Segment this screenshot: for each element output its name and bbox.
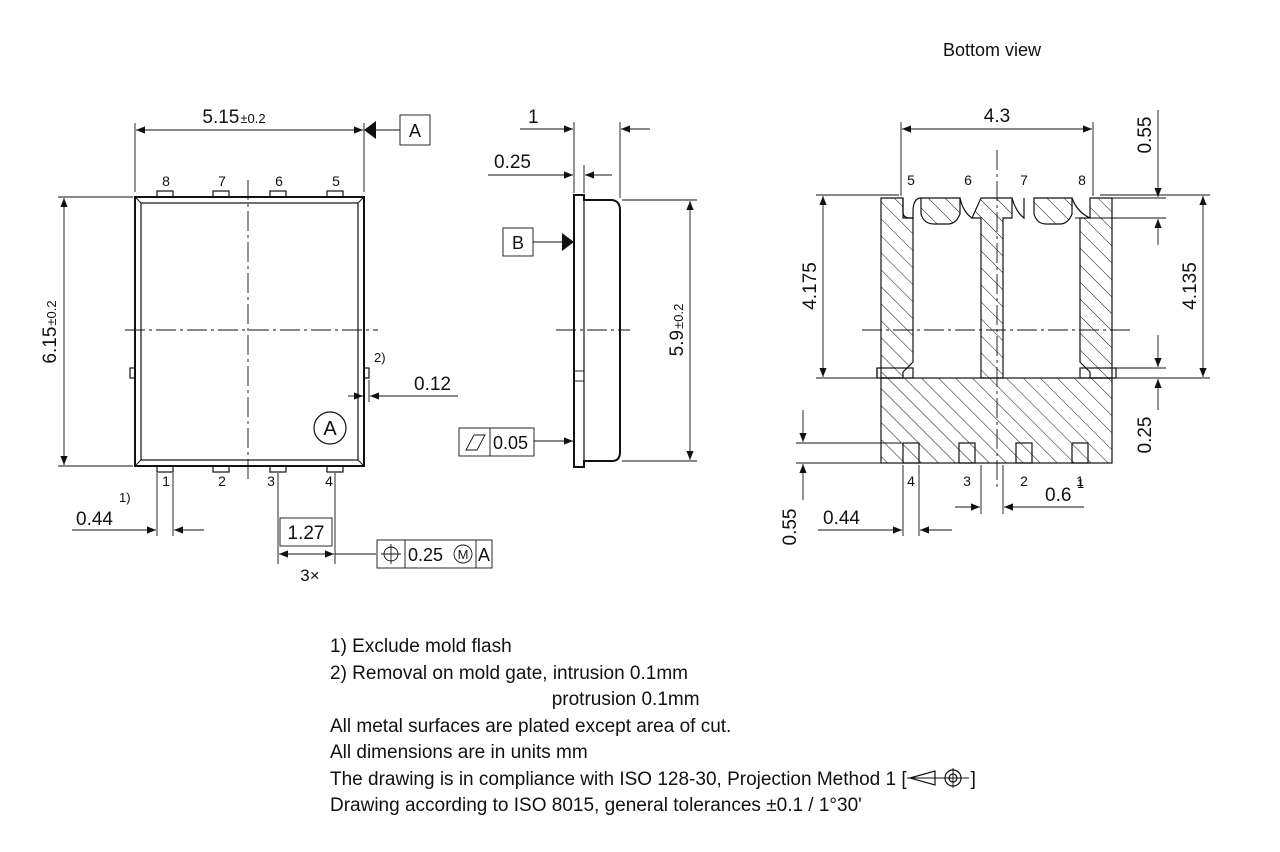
package-body-outline bbox=[134, 196, 365, 467]
left-pad-strip bbox=[880, 197, 914, 379]
note-2-reference: 2) bbox=[374, 350, 386, 365]
right-height-dimension: 4.135 bbox=[1180, 262, 1201, 310]
bottom-gap-dimension: 0.25 bbox=[1135, 417, 1156, 454]
lead-8 bbox=[156, 190, 174, 198]
width-dimension: 5.15±0.2 bbox=[202, 107, 265, 128]
top-pad-right bbox=[1033, 197, 1073, 225]
lead-5 bbox=[326, 190, 344, 198]
projection-text: The drawing is in compliance with ISO 12… bbox=[330, 768, 907, 790]
mmc-modifier: M bbox=[458, 547, 469, 562]
lead-width-dimension: 0.44 bbox=[76, 509, 113, 530]
height-dimension: 6.15±0.2 bbox=[40, 300, 61, 363]
pin-number: 1 bbox=[162, 473, 170, 489]
package-body-inner bbox=[140, 202, 359, 461]
bottom-lead-1 bbox=[1071, 442, 1089, 464]
pitch-count: 3× bbox=[300, 566, 319, 585]
pin1-marker-label: A bbox=[323, 418, 337, 440]
note-line: Drawing according to ISO 8015, general t… bbox=[330, 795, 862, 816]
mold-gate-right bbox=[363, 367, 370, 379]
flatness-icon bbox=[465, 434, 486, 451]
note-line: All metal surfaces are plated except are… bbox=[330, 715, 732, 737]
bottom-view: Bottom view 5 6 7 8 4 3 2 bbox=[780, 40, 1210, 545]
center-pad-strip bbox=[971, 197, 1013, 379]
pin1-marker-circle bbox=[313, 411, 347, 445]
thickness-dimension: 1 bbox=[528, 107, 539, 128]
note-line: protrusion 0.1mm bbox=[330, 689, 700, 710]
pin-number: 1 bbox=[1076, 473, 1084, 489]
lead-1 bbox=[156, 465, 174, 473]
datum-a-box bbox=[399, 114, 431, 146]
pin-number: 8 bbox=[162, 173, 170, 189]
lead-6 bbox=[269, 190, 287, 198]
lead-3 bbox=[269, 465, 287, 473]
pad-width-dimension: 4.3 bbox=[984, 106, 1010, 127]
position-datum: A bbox=[478, 545, 490, 565]
note-1-reference: 1) bbox=[119, 490, 131, 505]
top-gap-dimension: 0.55 bbox=[1135, 117, 1156, 154]
right-pad-strip bbox=[1079, 197, 1113, 379]
pin-number: 6 bbox=[964, 172, 972, 188]
slot-width-dimension: 0.6 bbox=[1045, 485, 1071, 506]
lead-length-dimension: 0.55 bbox=[780, 509, 801, 546]
pin-number: 7 bbox=[218, 173, 226, 189]
lead-4 bbox=[326, 465, 344, 473]
exposed-drain-pad bbox=[880, 377, 1113, 464]
pin-number: 8 bbox=[1078, 172, 1086, 188]
pin-number: 5 bbox=[907, 172, 915, 188]
position-tolerance-value: 0.25 bbox=[408, 545, 443, 565]
pin-number: 4 bbox=[907, 473, 915, 489]
note-line: All dimensions are in units mm bbox=[330, 742, 588, 763]
lead-7 bbox=[212, 190, 230, 198]
pin-number: 5 bbox=[332, 173, 340, 189]
datum-triangle bbox=[364, 121, 376, 139]
notes-block: 1) Exclude mold flash 2) Removal on mold… bbox=[330, 634, 976, 820]
bottom-view-title: Bottom view bbox=[943, 40, 1042, 60]
note-line: 1) Exclude mold flash bbox=[330, 636, 512, 657]
bottom-lead-width-dimension: 0.44 bbox=[823, 508, 860, 529]
pin-number: 3 bbox=[963, 473, 971, 489]
bottom-lead-3 bbox=[958, 442, 976, 464]
side-profile bbox=[573, 194, 621, 468]
flatness-value: 0.05 bbox=[493, 433, 528, 453]
datum-b-label: B bbox=[512, 233, 524, 253]
side-gate bbox=[573, 370, 585, 382]
basic-dimension-box bbox=[279, 517, 333, 547]
gate-dimension: 0.12 bbox=[414, 374, 451, 395]
side-view: 1 0.25 B 5.9±0.2 0.05 bbox=[458, 107, 697, 468]
top-pad-left bbox=[920, 197, 961, 225]
left-height-dimension: 4.175 bbox=[800, 262, 821, 310]
bottom-lead-4 bbox=[902, 442, 920, 464]
length-dimension: 5.9±0.2 bbox=[667, 304, 688, 357]
lead-2 bbox=[212, 465, 230, 473]
slot-note-reference: 1 bbox=[1077, 476, 1084, 491]
position-tolerance-frame bbox=[376, 539, 493, 569]
note-line: 2) Removal on mold gate, intrusion 0.1mm bbox=[330, 662, 688, 684]
pin-number: 4 bbox=[325, 473, 333, 489]
pin-number: 2 bbox=[218, 473, 226, 489]
standoff-dimension: 0.25 bbox=[494, 152, 531, 173]
bottom-lead-2 bbox=[1015, 442, 1033, 464]
mmc-modifier-circle bbox=[453, 544, 473, 564]
pin-number: 3 bbox=[267, 473, 275, 489]
pin-number: 6 bbox=[275, 173, 283, 189]
pitch-dimension: 1.27 bbox=[288, 523, 325, 544]
datum-a-label: A bbox=[409, 121, 421, 141]
mold-gate-left bbox=[129, 367, 136, 379]
projection-bracket: ] bbox=[970, 768, 976, 790]
pin-number: 2 bbox=[1020, 473, 1028, 489]
projection-method-icon bbox=[906, 767, 969, 788]
pin-number: 7 bbox=[1020, 172, 1028, 188]
flatness-frame bbox=[458, 427, 535, 457]
note-line-projection: The drawing is in compliance with ISO 12… bbox=[330, 767, 976, 794]
top-view: 8 7 6 5 1 2 3 4 5.15±0.2 A 6.15±0.2 2) 0… bbox=[40, 107, 493, 585]
